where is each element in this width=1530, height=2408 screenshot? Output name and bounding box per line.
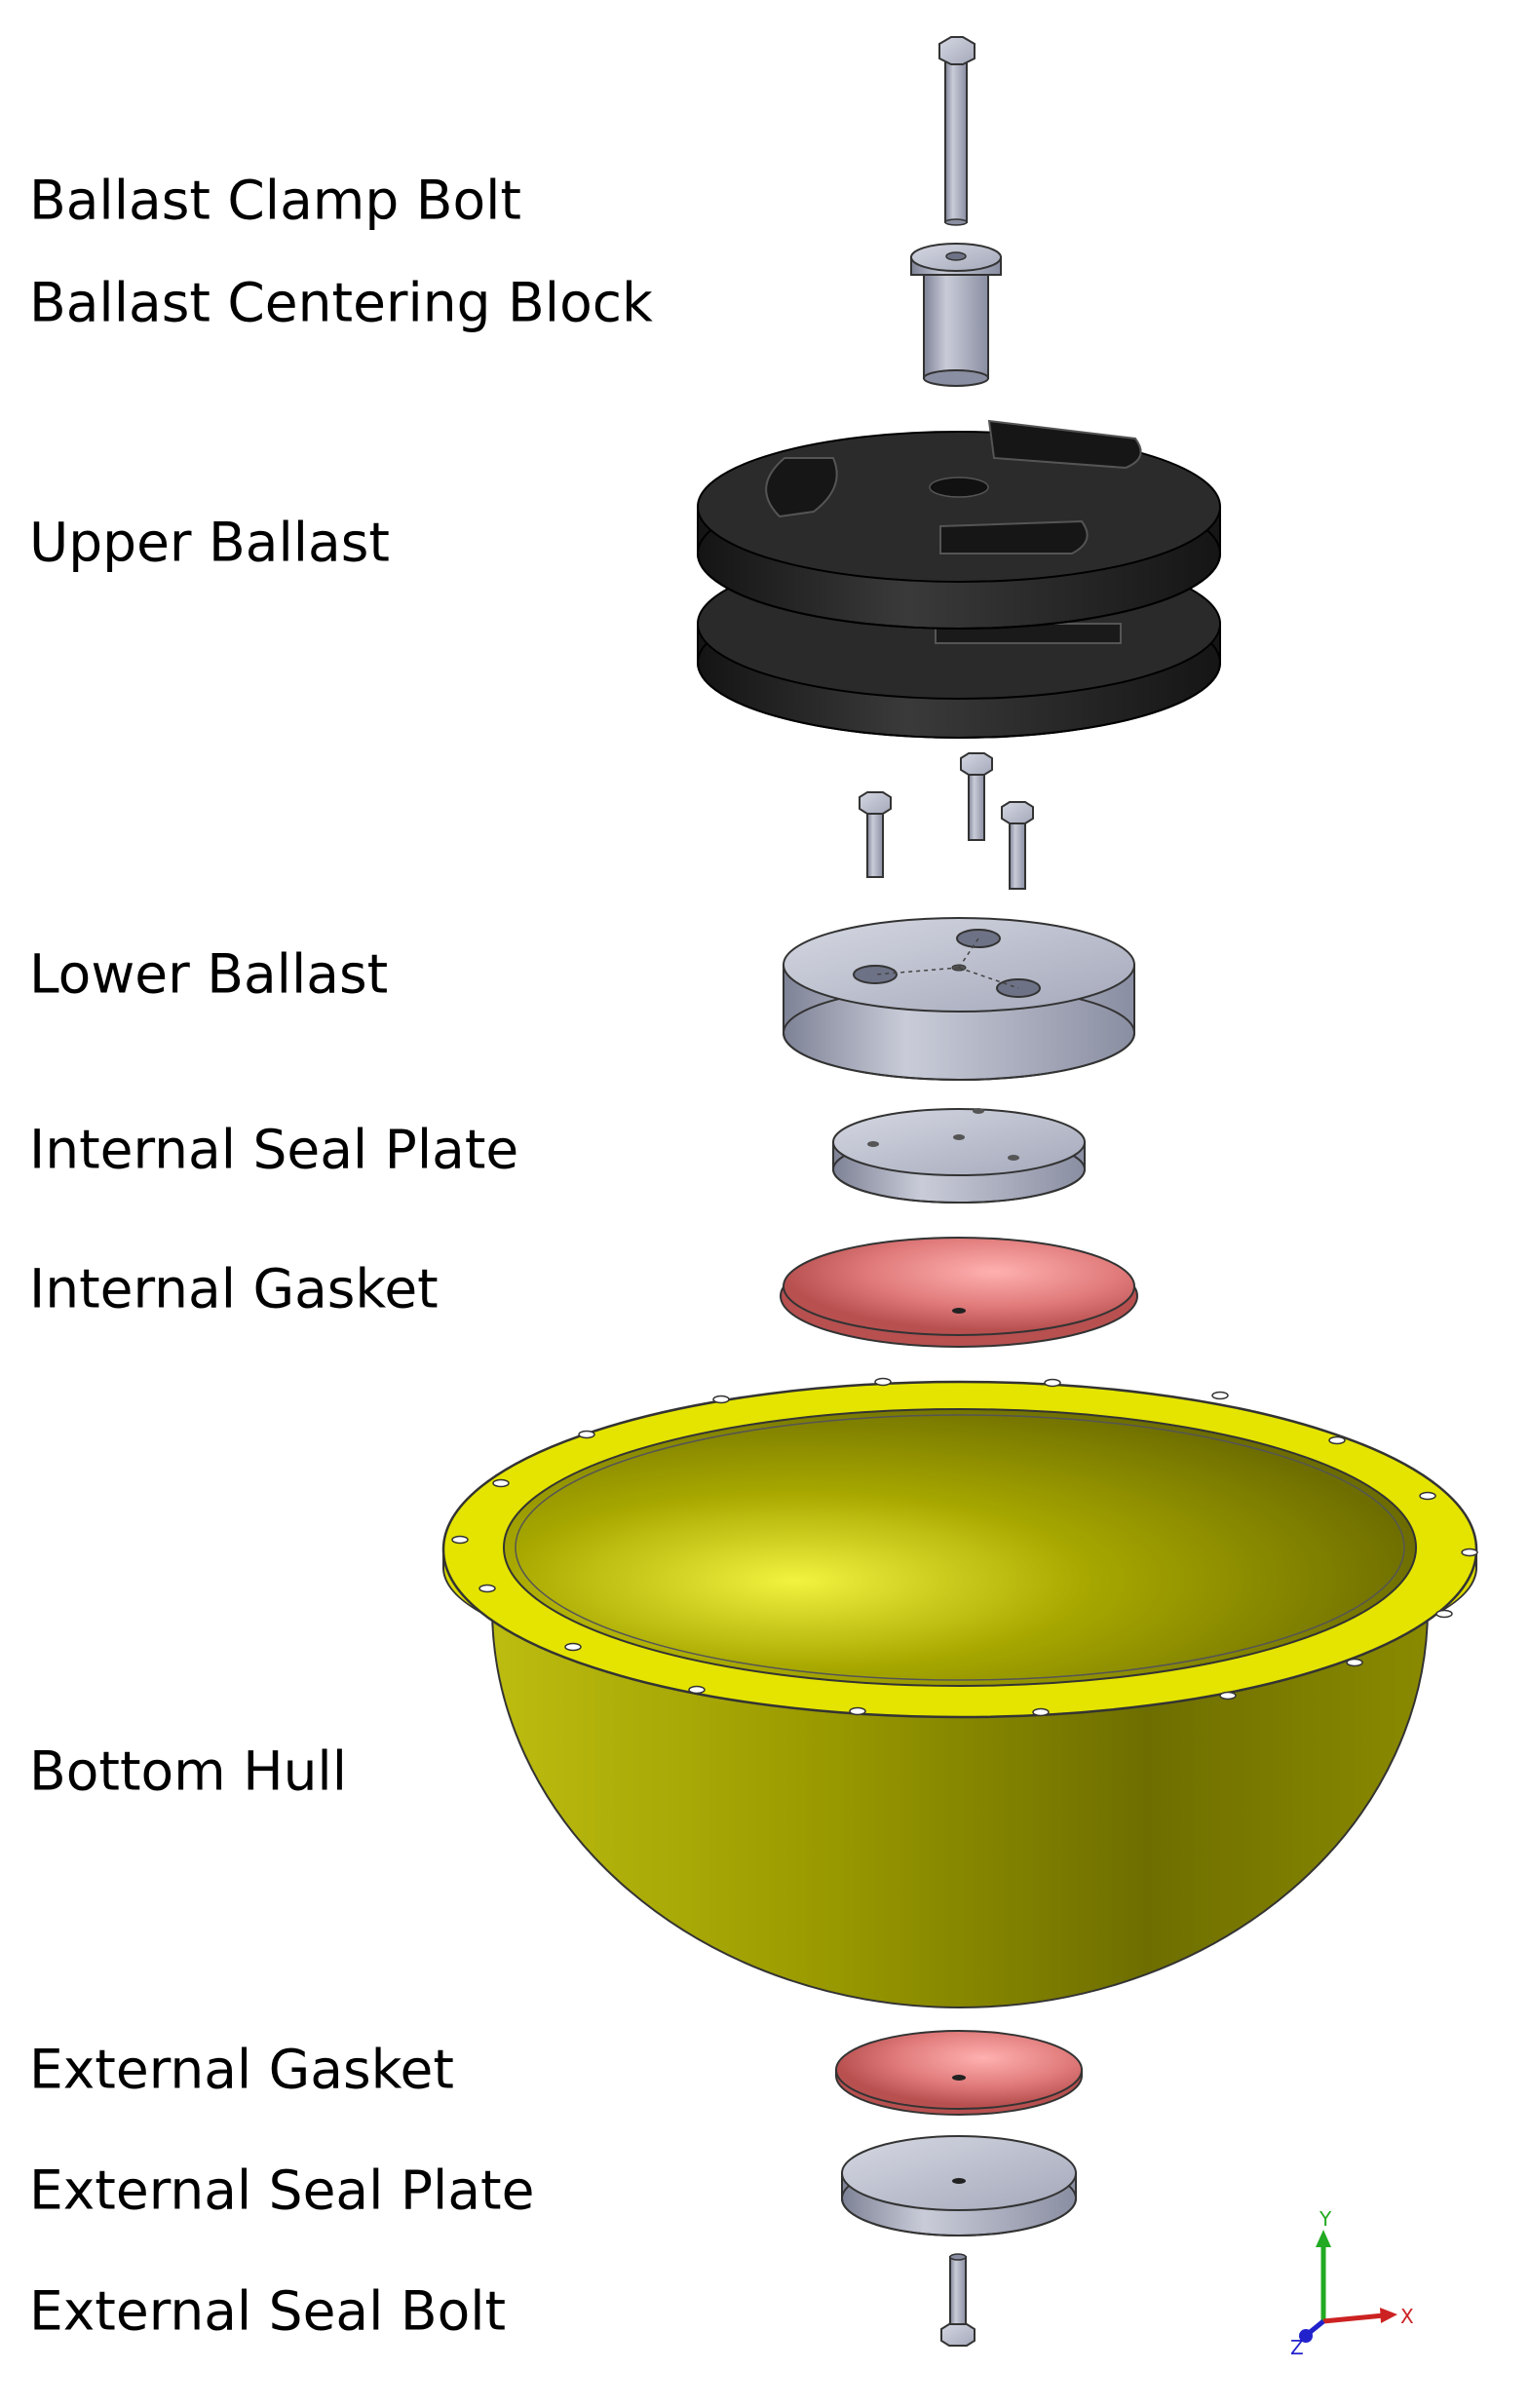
axis-y-label: Y — [1319, 2207, 1332, 2231]
external-seal-plate — [841, 2135, 1077, 2236]
axis-x-label: X — [1400, 2305, 1414, 2328]
label-upper-ballast: Upper Ballast — [29, 511, 390, 574]
label-lower-ballast: Lower Ballast — [29, 942, 389, 1006]
label-external-gasket: External Gasket — [29, 2038, 454, 2101]
ballast-centering-block — [910, 243, 1002, 387]
ballast-clamp-bolt — [938, 36, 975, 226]
label-external-seal-bolt: External Seal Bolt — [29, 2279, 507, 2343]
ballast-bolts — [859, 752, 1034, 890]
bottom-hull — [441, 1377, 1478, 2008]
label-bottom-hull: Bottom Hull — [29, 1739, 347, 1803]
lower-ballast — [783, 917, 1135, 1081]
upper-ballast — [697, 419, 1221, 739]
label-internal-seal-plate: Internal Seal Plate — [29, 1118, 519, 1181]
axis-z-label: Z — [1290, 2336, 1304, 2359]
label-ballast-centering-block: Ballast Centering Block — [29, 271, 653, 334]
external-seal-bolt — [940, 2253, 975, 2347]
axis-triad: Y X Z — [1290, 2207, 1414, 2359]
internal-seal-plate — [832, 1108, 1086, 1204]
label-external-seal-plate: External Seal Plate — [29, 2159, 535, 2222]
label-internal-gasket: Internal Gasket — [29, 1257, 439, 1320]
external-gasket — [835, 2030, 1083, 2116]
label-ballast-clamp-bolt: Ballast Clamp Bolt — [29, 169, 521, 232]
internal-gasket — [780, 1237, 1138, 1348]
